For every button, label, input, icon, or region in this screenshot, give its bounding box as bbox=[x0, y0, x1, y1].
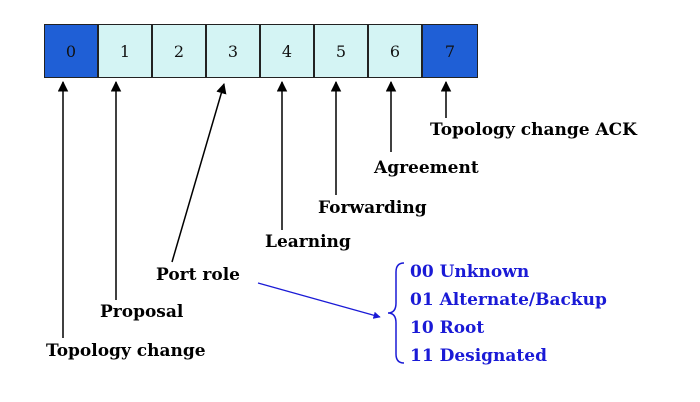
bit-cell-0: 0 bbox=[44, 24, 98, 78]
label-learning: Learning bbox=[265, 232, 351, 252]
bit-cell-7: 7 bbox=[422, 24, 478, 78]
bit-cell-2: 2 bbox=[152, 24, 206, 78]
port-role-option-root: 10 Root bbox=[410, 318, 485, 338]
bit-cell-1: 1 bbox=[98, 24, 152, 78]
arrow-port-role-options bbox=[257, 282, 381, 319]
port-role-option-designated: 11 Designated bbox=[410, 346, 547, 366]
port-role-option-alternate-backup: 01 Alternate/Backup bbox=[410, 290, 607, 310]
bit-cell-3: 3 bbox=[206, 24, 260, 78]
label-topology-change-ack: Topology change ACK bbox=[430, 120, 637, 140]
label-port-role: Port role bbox=[156, 265, 240, 285]
arrow-port-role bbox=[171, 82, 227, 263]
bit-cell-5: 5 bbox=[314, 24, 368, 78]
label-topology-change: Topology change bbox=[46, 341, 206, 361]
label-agreement: Agreement bbox=[374, 158, 479, 178]
options-brace bbox=[387, 262, 405, 364]
bit-cell-6: 6 bbox=[368, 24, 422, 78]
bit-cell-4: 4 bbox=[260, 24, 314, 78]
port-role-option-unknown: 00 Unknown bbox=[410, 262, 530, 282]
label-forwarding: Forwarding bbox=[318, 198, 427, 218]
label-proposal: Proposal bbox=[100, 302, 184, 322]
